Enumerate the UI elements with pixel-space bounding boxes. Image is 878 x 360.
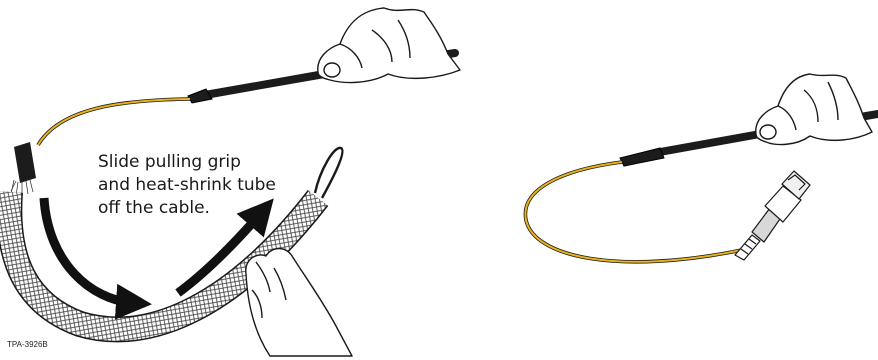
- grip-eye: [313, 146, 344, 199]
- left-panel: [0, 7, 461, 357]
- heat-shrink-tube: [14, 142, 36, 183]
- fiber-connector-icon: [734, 170, 811, 261]
- right-panel: [523, 73, 878, 264]
- arrow-down: [39, 197, 152, 320]
- caption-line-3: off the cable.: [98, 198, 210, 218]
- caption-line-2: and heat-shrink tube: [98, 175, 276, 195]
- hand-holding-grip-icon: [245, 247, 353, 357]
- hand-holding-cable-icon: [755, 73, 873, 146]
- instruction-caption: Slide pulling grip and heat-shrink tube …: [98, 151, 298, 220]
- cable-boot-right: [619, 147, 665, 167]
- arrow-up: [175, 198, 274, 297]
- caption-line-1: Slide pulling grip: [98, 152, 241, 172]
- hand-holding-cable-icon: [317, 7, 461, 84]
- cable-boot-left: [187, 88, 213, 104]
- figure-id: TPA-3926B: [7, 340, 48, 349]
